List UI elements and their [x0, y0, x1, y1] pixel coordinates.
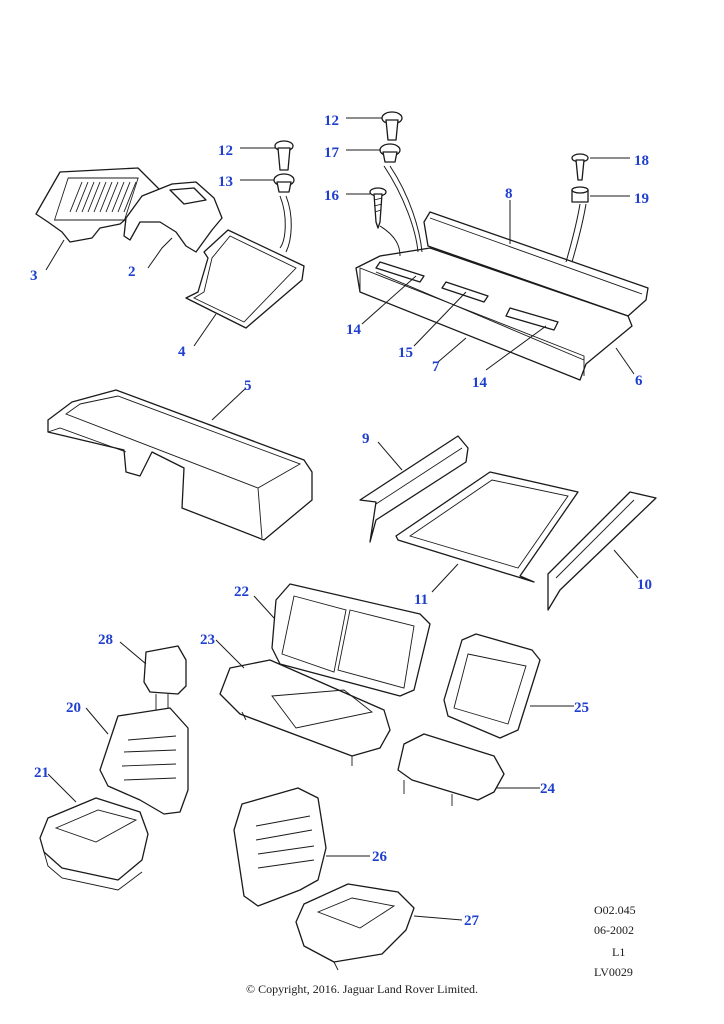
ref-id: LV0029: [594, 965, 633, 979]
callout-label: 20: [66, 700, 81, 716]
part-rear-floor-carpet: [47, 389, 313, 541]
callout-label: 8: [505, 186, 513, 202]
reference-block: O02.045 06-2002 L1 LV0029: [594, 903, 636, 979]
callout-label: 6: [635, 373, 643, 389]
part-head-restraint: [143, 645, 187, 714]
part-front-seat-back-20: [99, 707, 189, 815]
part-bench-backrest: [271, 583, 431, 697]
callout-label: 23: [200, 632, 215, 648]
part-floor-mat: [35, 167, 161, 243]
part-fastener-12-center: [381, 111, 403, 141]
part-front-seat-cushion-27: [295, 883, 415, 971]
leader-lines: [45, 117, 639, 921]
part-side-panel-10: [547, 491, 657, 611]
part-fastener-12-left: [274, 140, 294, 171]
part-spacer-19: [571, 186, 589, 203]
callout-label: 25: [574, 700, 589, 716]
callout-label: 3: [30, 268, 38, 284]
callout-label: 28: [98, 632, 113, 648]
callout-label: 18: [634, 153, 649, 169]
callout-label: 17: [324, 145, 340, 161]
callout-label: 15: [398, 345, 413, 361]
ref-level: L1: [612, 945, 625, 959]
callout-label: 2: [128, 264, 136, 280]
callout-label: 21: [34, 765, 49, 781]
part-clip-17: [379, 143, 401, 163]
callout-label: 11: [414, 592, 428, 608]
callout-label: 19: [634, 191, 649, 207]
part-side-panel-9: [359, 435, 469, 543]
callout-label: 13: [218, 174, 233, 190]
part-front-seat-back-26: [233, 787, 327, 907]
callout-label: 12: [218, 143, 233, 159]
part-carpet-mat: [185, 229, 305, 329]
part-clip-13-left: [273, 173, 295, 193]
part-front-seat-cushion-21: [39, 797, 149, 891]
callout-label: 26: [372, 849, 388, 865]
callout-numbers: 12 13 2 3 4 12 17 16 18 19 8 14 15 7 14 …: [30, 113, 652, 929]
part-trim-14-right: [505, 307, 559, 331]
part-tunnel-cover: [123, 181, 223, 253]
part-load-floor-7-6: [355, 247, 633, 381]
callout-label: 4: [178, 344, 186, 360]
ref-date: 06-2002: [594, 923, 634, 937]
callout-label: 5: [244, 378, 252, 394]
callout-label: 9: [362, 431, 370, 447]
part-floor-mat-11: [395, 471, 579, 583]
part-screw-16: [369, 187, 387, 229]
callout-label: 24: [540, 781, 556, 797]
copyright-notice: © Copyright, 2016. Jaguar Land Rover Lim…: [245, 982, 479, 996]
callout-label: 14: [472, 375, 488, 391]
part-screw-18: [571, 153, 589, 181]
part-bench-cushion: [219, 659, 391, 766]
callout-label: 7: [432, 359, 440, 375]
part-trim-14-left: [375, 261, 425, 283]
callout-label: 12: [324, 113, 339, 129]
part-trim-15: [441, 281, 489, 303]
callout-label: 10: [637, 577, 652, 593]
ref-code: O02.045: [594, 903, 636, 917]
callout-label: 14: [346, 322, 362, 338]
part-folding-seat-back-25: [443, 633, 541, 739]
callout-label: 22: [234, 584, 249, 600]
part-folding-seat-cushion-24: [397, 733, 505, 806]
callout-label: 27: [464, 913, 480, 929]
callout-label: 16: [324, 188, 340, 204]
